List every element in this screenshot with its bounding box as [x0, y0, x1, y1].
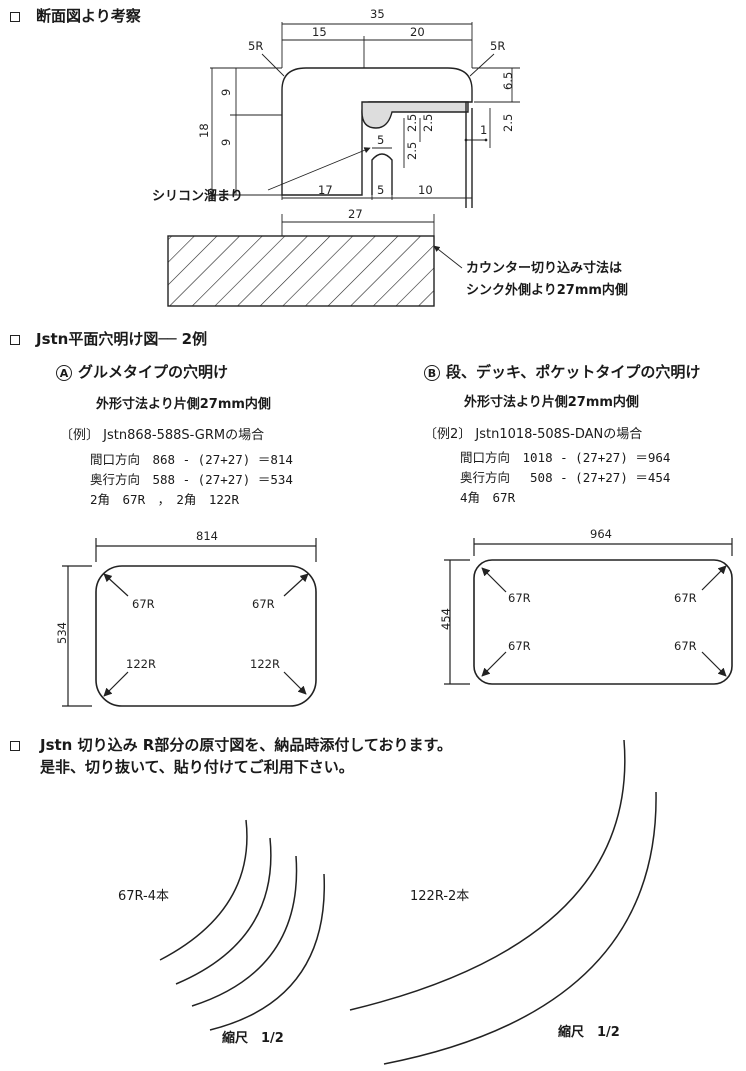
corner-br-a: 122R: [250, 657, 280, 671]
label-122r: 122R-2本: [410, 889, 470, 904]
plan-labels-b: 964 454 67R 67R 67R 67R: [439, 527, 697, 653]
arc-67r-4: [209, 873, 326, 1031]
b-line2: 奥行方向 508 - (27+27) ＝454: [460, 470, 671, 485]
cross-section-dim-text: 35 15 20 5R 5R 18 9 9 6.5 2.5 2.5 2.5 2.…: [197, 7, 515, 221]
cross-section-dimensions: [210, 22, 520, 269]
section1-title: 断面図より考察: [36, 7, 141, 25]
dim-radius-left: 5R: [248, 39, 263, 53]
dim-radius-right: 5R: [490, 39, 505, 53]
sink-rim: [361, 101, 469, 129]
dim-height-lower: 9: [219, 139, 233, 146]
a-example: 〔例〕 Jstn868-588S-GRMの場合: [60, 428, 265, 443]
arc-67r-3: [191, 855, 298, 1007]
b-line1: 間口方向 1018 - (27+27) ＝964: [460, 450, 671, 465]
dim-left-width: 15: [312, 25, 327, 39]
rim-profile: [281, 67, 473, 196]
cross-section-drawing: [281, 67, 473, 208]
height-label-a: 534: [55, 622, 69, 644]
a-line3: 2角 67R ， 2角 122R: [90, 492, 239, 507]
corner-tl-a: 67R: [132, 597, 155, 611]
arc-122r-1: [349, 739, 626, 1011]
counter-note-line1: カウンター切り込み寸法は: [466, 261, 623, 276]
label-67r: 67R-4本: [118, 889, 170, 904]
corner-tr-b: 67R: [674, 591, 697, 605]
arc-67r-1: [159, 819, 248, 961]
a-line2: 奥行方向 588 - (27+27) ＝534: [90, 472, 293, 487]
b-example: 〔例2〕 Jstn1018-508S-DANの場合: [424, 427, 643, 442]
arcs-67r: [159, 819, 326, 1031]
dim-bottom-mid: 5: [377, 183, 384, 197]
b-subtitle: 外形寸法より片側27mm内側: [464, 395, 639, 410]
a-subtitle: 外形寸法より片側27mm内側: [96, 397, 271, 412]
counter-note-line2: シンク外側より27mm内側: [466, 283, 628, 298]
dim-bottom-right: 10: [418, 183, 433, 197]
section2-checkbox: [10, 335, 20, 345]
dim-thickness: 1: [480, 123, 487, 137]
width-label-b: 964: [590, 527, 612, 541]
b-heading-text: 段、デッキ、ポケットタイプの穴明け: [446, 363, 701, 381]
a-heading: A グルメタイプの穴明け: [56, 365, 228, 381]
arcs-122r: [349, 739, 657, 1065]
arc-122r-2: [383, 791, 657, 1065]
a-marker: A: [56, 365, 72, 381]
dim-gap-side: 2.5: [501, 114, 515, 132]
dim-groove-width: 5: [377, 133, 384, 147]
b-marker: B: [424, 365, 440, 381]
cutout-outline-b: [473, 559, 733, 685]
corner-bl-a: 122R: [126, 657, 156, 671]
cutout-outline-a: [95, 565, 317, 707]
b-line3: 4角 67R: [460, 490, 516, 505]
height-label-b: 454: [439, 608, 453, 630]
dim-right-width: 20: [410, 25, 425, 39]
corner-bl-b: 67R: [508, 639, 531, 653]
dim-bottom-left: 17: [318, 183, 333, 197]
corner-br-b: 67R: [674, 639, 697, 653]
silicone-groove: [371, 153, 393, 195]
dim-height-total: 18: [197, 123, 211, 138]
plan-drawing-b: [444, 538, 733, 685]
dim-gap-b: 2.5: [421, 114, 435, 132]
a-heading-text: グルメタイプの穴明け: [78, 363, 229, 381]
silicone-label: シリコン溜まり: [152, 189, 244, 204]
plan-labels-a: 814 534 67R 67R 122R 122R: [55, 529, 280, 671]
scale-left: 縮尺 1/2: [222, 1031, 284, 1046]
dim-cut-offset: 27: [348, 207, 363, 221]
section1-checkbox: [10, 12, 20, 22]
dim-height-upper: 9: [219, 89, 233, 96]
plan-drawing-a: [62, 538, 317, 707]
arc-67r-2: [175, 837, 272, 985]
b-heading: B 段、デッキ、ポケットタイプの穴明け: [424, 365, 700, 381]
section2-title: Jstn平面穴明け図── 2例: [36, 330, 208, 348]
dim-gap-a: 2.5: [405, 114, 419, 132]
scale-right: 縮尺 1/2: [558, 1025, 620, 1040]
corner-tr-a: 67R: [252, 597, 275, 611]
a-line1: 間口方向 868 - (27+27) ＝814: [90, 452, 293, 467]
section3-line2: 是非、切り抜いて、貼り付けてご利用下さい。: [40, 758, 354, 776]
width-label-a: 814: [196, 529, 218, 543]
counter-top: [167, 235, 435, 307]
section3-line1: Jstn 切り込み R部分の原寸図を、納品時添付しております。: [40, 736, 452, 754]
dim-gap-c: 2.5: [405, 142, 419, 160]
dim-rim-height: 6.5: [501, 72, 515, 90]
section3-checkbox: [10, 741, 20, 751]
corner-tl-b: 67R: [508, 591, 531, 605]
dim-total-width: 35: [370, 7, 385, 21]
